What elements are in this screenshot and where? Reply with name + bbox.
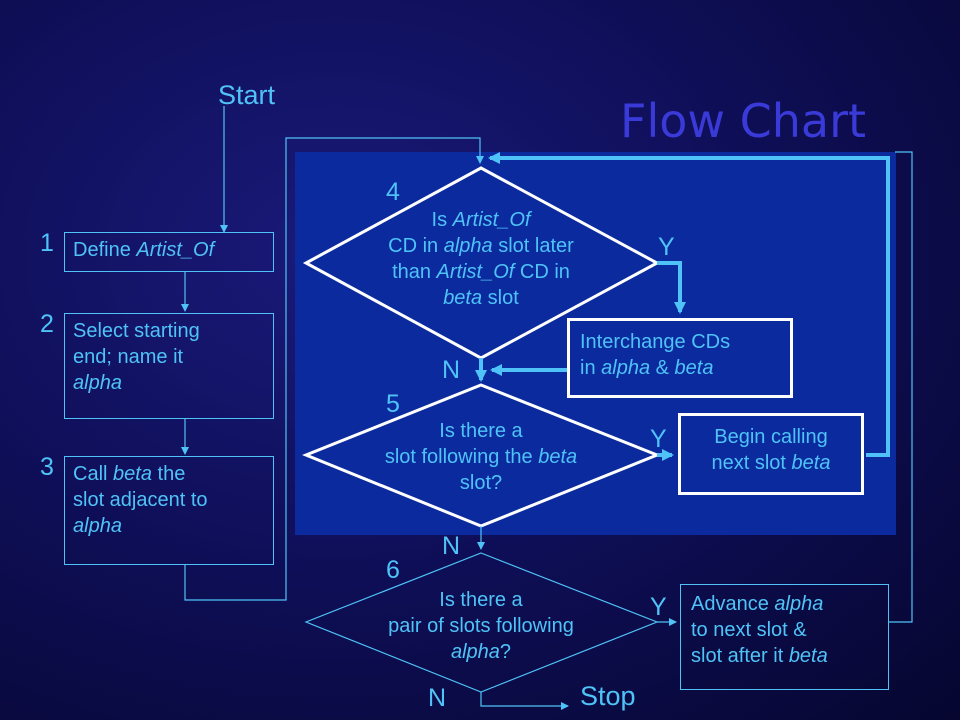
- begin-line1: Begin calling: [714, 426, 828, 448]
- begin-calling-box: Begin calling next slot beta: [678, 413, 864, 495]
- step-3-line3: alpha: [73, 515, 122, 537]
- advance-line2: to next slot &: [691, 619, 807, 641]
- d4-text-2a: CD in: [388, 235, 444, 257]
- d4-yes-label: Y: [658, 233, 675, 261]
- d4-var-2: alpha: [443, 235, 493, 257]
- arrow-d4-yes-to-interchange: [657, 261, 686, 314]
- step-3-text-a: Call: [73, 463, 114, 485]
- arrow-begin-loop-to-d4: [488, 152, 890, 457]
- decision-5-text: Is there a slot following the beta slot?: [326, 418, 636, 496]
- d4-var-4: beta: [443, 287, 483, 309]
- advance-var-alpha: alpha: [774, 593, 824, 615]
- arrow-step3-to-decision4: [184, 137, 484, 601]
- step-number-6: 6: [386, 556, 400, 584]
- step-number-3: 3: [40, 453, 54, 481]
- begin-text-a: next slot: [711, 452, 792, 474]
- d6-no-label: N: [428, 684, 447, 712]
- step-3-line2: slot adjacent to: [73, 489, 208, 511]
- d5-line3: slot?: [459, 472, 503, 494]
- advance-text-a: Advance: [691, 593, 775, 615]
- d4-var-3: Artist_Of: [436, 261, 515, 283]
- page-title: Flow Chart: [620, 94, 867, 148]
- d4-text-3c: CD in: [514, 261, 570, 283]
- start-label: Start: [218, 80, 276, 110]
- step-2-line3: alpha: [73, 372, 122, 394]
- interchange-var-alpha: alpha: [601, 357, 651, 379]
- step-1-text: Define: [73, 239, 137, 261]
- stop-label: Stop: [580, 681, 636, 711]
- interchange-box: Interchange CDs in alpha & beta: [567, 318, 793, 398]
- step-2-box: Select starting end; name it alpha: [64, 313, 274, 419]
- d4-text-2c: slot later: [492, 235, 574, 257]
- interchange-line1: Interchange CDs: [580, 331, 731, 353]
- decision-4-text: Is Artist_Of CD in alpha slot later than…: [336, 207, 626, 311]
- step-2-line1: Select starting: [73, 320, 200, 342]
- step-3-box: Call beta the slot adjacent to alpha: [64, 456, 274, 565]
- d5-text-2a: slot following the: [384, 446, 539, 468]
- d5-yes-label: Y: [650, 425, 667, 453]
- advance-box: Advance alpha to next slot & slot after …: [680, 584, 889, 690]
- decision-6-text: Is there a pair of slots following alpha…: [326, 587, 636, 665]
- interchange-var-beta: beta: [674, 357, 714, 379]
- d6-var-alpha: alpha: [450, 641, 500, 663]
- d4-var-1: Artist_Of: [452, 209, 531, 231]
- d4-no-label: N: [442, 356, 461, 384]
- arrow-d6-no-to-stop: [480, 692, 569, 710]
- d5-no-label: N: [442, 532, 461, 560]
- d5-var-beta: beta: [538, 446, 578, 468]
- d6-line2: pair of slots following: [388, 615, 574, 637]
- step-number-2: 2: [40, 310, 54, 338]
- d5-line1: Is there a: [439, 420, 523, 442]
- d6-text-3b: ?: [499, 641, 512, 663]
- step-number-1: 1: [40, 229, 54, 257]
- d4-text-1a: Is: [431, 209, 453, 231]
- step-2-line2: end; name it: [73, 346, 184, 368]
- d4-text-4b: slot: [482, 287, 519, 309]
- step-number-4: 4: [386, 178, 400, 206]
- arrow-advance-loop-to-d4: [889, 151, 913, 623]
- advance-var-beta: beta: [788, 645, 828, 667]
- d6-line1: Is there a: [439, 589, 523, 611]
- d4-text-3a: than: [392, 261, 437, 283]
- interchange-text-a: in: [580, 357, 602, 379]
- step-3-text-c: the: [151, 463, 186, 485]
- interchange-text-c: &: [650, 357, 675, 379]
- advance-text-3a: slot after it: [691, 645, 789, 667]
- d6-yes-label: Y: [650, 593, 667, 621]
- step-number-5: 5: [386, 390, 400, 418]
- begin-var-beta: beta: [791, 452, 831, 474]
- step-1-box: Define Artist_Of: [64, 232, 274, 272]
- step-3-var-beta: beta: [113, 463, 152, 485]
- step-1-var: Artist_Of: [136, 239, 215, 261]
